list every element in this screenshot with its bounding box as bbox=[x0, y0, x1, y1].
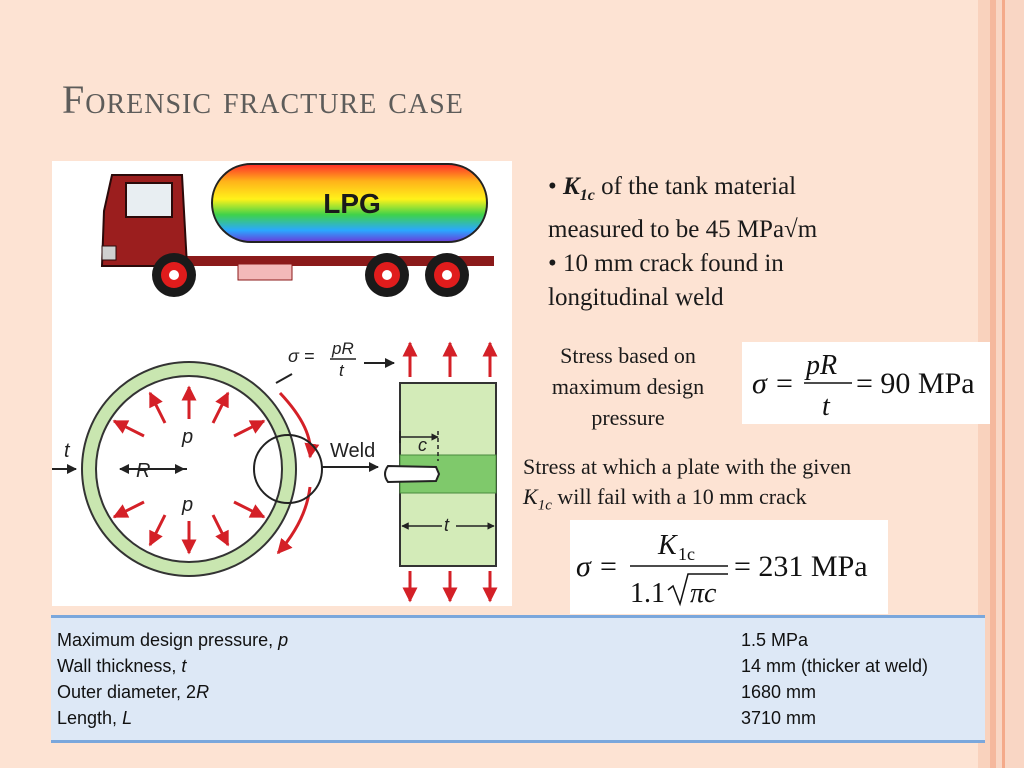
tank-figure: LPG t R p p bbox=[52, 161, 512, 606]
failure-stress-value: = 231 MPa bbox=[734, 550, 868, 583]
pressure-label-bottom: p bbox=[181, 494, 193, 516]
weld-label: Weld bbox=[330, 440, 375, 462]
edge-stripe bbox=[996, 0, 1024, 768]
tension-arrows bbox=[402, 341, 498, 603]
table-row: Length, L 3710 mm bbox=[57, 708, 817, 728]
sigma-pr-num: pR bbox=[331, 339, 354, 358]
failure-stress-caption: Stress at which a plate with the given K… bbox=[523, 454, 852, 514]
bullet-k1c-text: of the tank material bbox=[594, 173, 797, 200]
design-stress-caption: Stress based on maximum design pressure bbox=[551, 343, 705, 430]
svg-text:=: = bbox=[776, 367, 793, 400]
table-row: Maximum design pressure, p 1.5 MPa bbox=[57, 630, 809, 650]
bullet-k1c: • K1c of the tank material bbox=[548, 173, 797, 204]
bullet-list: • K1c of the tank material measured to b… bbox=[548, 170, 948, 315]
svg-text:1.1: 1.1 bbox=[630, 578, 665, 609]
svg-text:1c: 1c bbox=[678, 544, 695, 564]
design-stress-value: = 90 MPa bbox=[856, 367, 975, 400]
svg-text:pR: pR bbox=[804, 350, 837, 381]
k1c-subscript: 1c bbox=[579, 187, 595, 204]
tank-diagram: LPG t R p p bbox=[52, 163, 498, 603]
table-row: Outer diameter, 2R 1680 mm bbox=[57, 682, 817, 702]
crack-c-label: c bbox=[418, 435, 427, 455]
edge-stripe bbox=[1002, 0, 1005, 768]
svg-text:σ: σ bbox=[752, 367, 768, 400]
radius-label: R bbox=[136, 460, 150, 482]
plate-t-label: t bbox=[444, 515, 450, 535]
svg-text:K: K bbox=[657, 530, 678, 561]
sigma-pr-den: t bbox=[339, 361, 345, 380]
k1c-symbol: K bbox=[563, 173, 580, 200]
failure-stress-formula: σ = K 1c 1.1 πc = 231 MPa bbox=[570, 520, 888, 614]
bullet-k1c-line2: measured to be 45 MPa√m bbox=[548, 216, 818, 243]
hoop-stress-equation: σ = pR t = 90 MPa bbox=[752, 350, 975, 422]
tank-parameters-table: Maximum design pressure, p 1.5 MPa Wall … bbox=[51, 615, 985, 743]
bullet-crack-line2: longitudinal weld bbox=[548, 284, 724, 311]
slide-title: Forensic fracture case bbox=[62, 77, 464, 122]
pressure-arrows bbox=[112, 385, 266, 555]
svg-text:σ: σ bbox=[576, 550, 592, 583]
wall-t-label: t bbox=[64, 440, 71, 462]
lpg-truck: LPG bbox=[100, 163, 494, 297]
weld-plate: c t bbox=[384, 341, 498, 603]
bullet-crack: • 10 mm crack found in bbox=[548, 250, 784, 277]
pressure-label-top: p bbox=[181, 426, 193, 448]
tank-label: LPG bbox=[323, 188, 381, 219]
design-stress-formula: σ = pR t = 90 MPa bbox=[742, 342, 990, 424]
tank-cross-section: t R p p σ = pR t Weld bbox=[52, 339, 395, 577]
svg-text:t: t bbox=[822, 391, 831, 422]
sigma-label: σ = bbox=[288, 346, 314, 366]
svg-text:=: = bbox=[600, 550, 617, 583]
svg-text:πc: πc bbox=[690, 578, 717, 609]
fracture-stress-equation: σ = K 1c 1.1 πc = 231 MPa bbox=[576, 530, 868, 609]
edge-stripe bbox=[990, 0, 996, 768]
table-row: Wall thickness, t 14 mm (thicker at weld… bbox=[57, 656, 929, 676]
